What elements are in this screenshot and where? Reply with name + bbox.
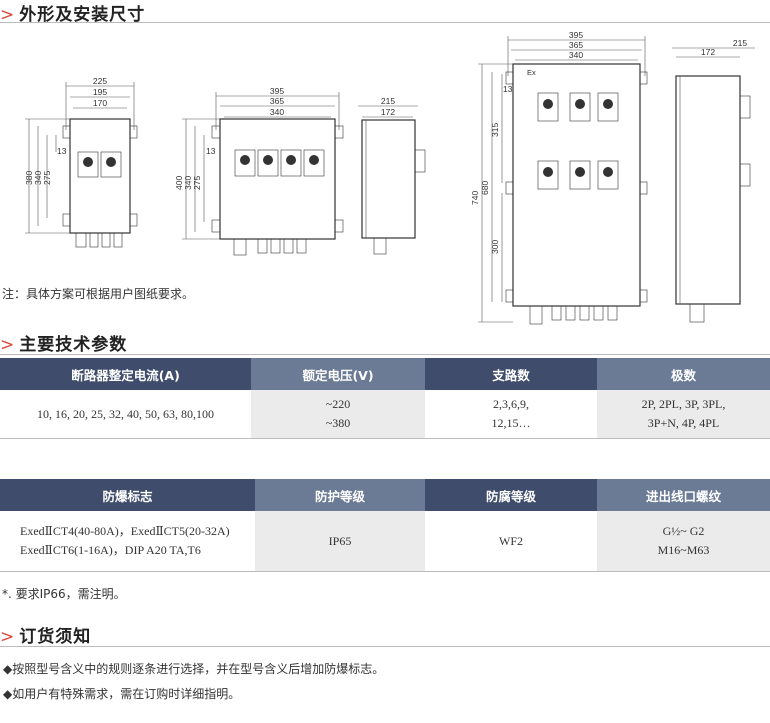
thread-line-2: M16~M63 [657,543,710,557]
order-note-1: ◆按照型号含义中的规则逐条进行选择，并在型号含义后增加防爆标志。 [3,662,385,676]
cell-poles: 2P, 2PL, 3P, 3PL, 3P+N, 4P, 4PL [597,390,770,439]
cell-breaker-current: 10, 16, 20, 25, 32, 40, 50, 63, 80,100 [0,390,251,439]
header-explosion-mark: 防爆标志 [0,479,255,511]
cell-explosion-mark: ExedⅡCT4(40-80A)，ExedⅡCT5(20-32A) ExedⅡC… [0,511,255,572]
cell-branches: 2,3,6,9, 12,15… [425,390,597,439]
dim-215: 215 [733,38,747,48]
dim-340: 340 [569,50,583,60]
dim-13: 13 [503,84,513,94]
ex-mark: Ex [527,68,536,77]
section-title-text: 订货须知 [19,627,92,647]
note-dimensions: 注：具体方案可根据用户图纸要求。 [2,287,195,301]
section-title-order: >订货须知 [0,622,91,647]
dim-340: 340 [33,171,43,185]
dim-300: 300 [490,240,500,254]
cell-thread: G½~ G2 M16~M63 [597,511,770,572]
dim-400: 400 [174,176,184,190]
cell-anticorrosion-grade: WF2 [425,511,597,572]
header-branches: 支路数 [425,358,597,390]
dim-395: 395 [270,86,284,96]
header-poles: 极数 [597,358,770,390]
mark-line-1: ExedⅡCT4(40-80A)，ExedⅡCT5(20-32A) [20,524,230,538]
arrow-icon: > [0,335,16,355]
dim-275: 275 [192,176,202,190]
section-title-text: 外形及安装尺寸 [19,5,146,25]
branches-line-1: 2,3,6,9, [493,397,529,411]
poles-line-1: 2P, 2PL, 3P, 3PL, [641,397,726,411]
spec-table-1: 断路器整定电流(A) 额定电压(V) 支路数 极数 10, 16, 20, 25… [0,358,770,439]
dim-215: 215 [381,96,395,106]
dim-225: 225 [93,76,107,86]
divider [0,22,770,23]
dimension-drawings: 225 195 170 395 365 340 215 172 395 365 … [24,30,755,325]
section-title-text: 主要技术参数 [19,335,128,355]
dim-170: 170 [93,98,107,108]
cell-protection-grade: IP65 [255,511,425,572]
header-thread: 进出线口螺纹 [597,479,770,511]
dim-172: 172 [701,47,715,57]
arrow-icon: > [0,627,16,647]
section-title-params: >主要技术参数 [0,330,127,355]
dim-275: 275 [42,171,52,185]
arrow-icon: > [0,5,16,25]
header-rated-voltage: 额定电压(V) [251,358,425,390]
voltage-380: ~380 [325,416,351,430]
dim-13: 13 [57,146,67,156]
mark-line-2: ExedⅡCT6(1-16A)，DIP A20 TA,T6 [20,543,201,557]
dim-340: 340 [183,176,193,190]
dim-740: 740 [470,191,480,205]
thread-line-1: G½~ G2 [662,524,705,538]
dim-315: 315 [490,123,500,137]
header-breaker-current: 断路器整定电流(A) [0,358,251,390]
order-note-2: ◆如用户有特殊需求，需在订购时详细指明。 [3,687,241,701]
note-ip66: *. 要求IP66，需注明。 [2,587,126,601]
divider [0,354,770,355]
branches-line-2: 12,15… [491,416,531,430]
dim-13: 13 [206,146,216,156]
dim-395: 395 [569,30,583,40]
dim-680: 680 [480,181,490,195]
header-anticorrosion-grade: 防腐等级 [425,479,597,511]
dim-365: 365 [270,96,284,106]
spec-table-2: 防爆标志 防护等级 防腐等级 进出线口螺纹 ExedⅡCT4(40-80A)，E… [0,479,770,572]
poles-line-2: 3P+N, 4P, 4PL [647,416,720,430]
dim-340: 340 [270,107,284,117]
dim-365: 365 [569,40,583,50]
dim-380: 380 [24,171,34,185]
cell-rated-voltage: ~220 ~380 [251,390,425,439]
section-title-dimensions: >外形及安装尺寸 [0,0,145,25]
divider [0,646,770,647]
voltage-220: ~220 [325,397,351,411]
dim-195: 195 [93,87,107,97]
dim-172: 172 [381,107,395,117]
header-protection-grade: 防护等级 [255,479,425,511]
